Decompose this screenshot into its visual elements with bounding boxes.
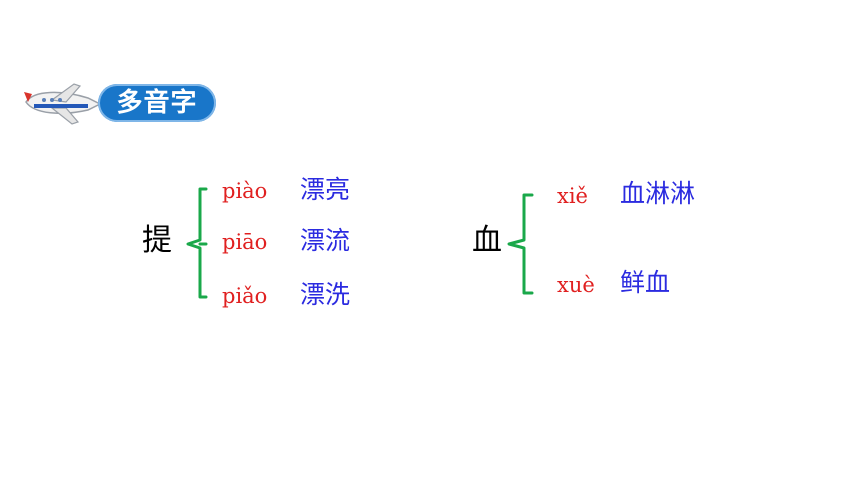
airplane-icon xyxy=(24,83,102,125)
example-word: 血淋淋 xyxy=(620,179,696,208)
section-header: 多音字 xyxy=(22,80,216,130)
title-text: 多音字 xyxy=(116,88,198,118)
example-word: 漂流 xyxy=(300,226,351,255)
pinyin-label: piào xyxy=(222,179,268,203)
example-word: 漂洗 xyxy=(300,280,351,309)
pinyin-label: piǎo xyxy=(222,284,268,308)
example-word: 漂亮 xyxy=(300,175,351,204)
pinyin-label: xuè xyxy=(557,273,595,297)
title-badge: 多音字 xyxy=(98,84,216,122)
group-char: 提 xyxy=(142,223,172,258)
pinyin-label: xiě xyxy=(557,184,588,208)
group-char: 血 xyxy=(472,223,502,258)
example-word: 鲜血 xyxy=(620,268,671,297)
pinyin-label: piāo xyxy=(222,230,268,254)
bracket-icon xyxy=(507,193,534,295)
bracket-icon xyxy=(186,187,208,299)
